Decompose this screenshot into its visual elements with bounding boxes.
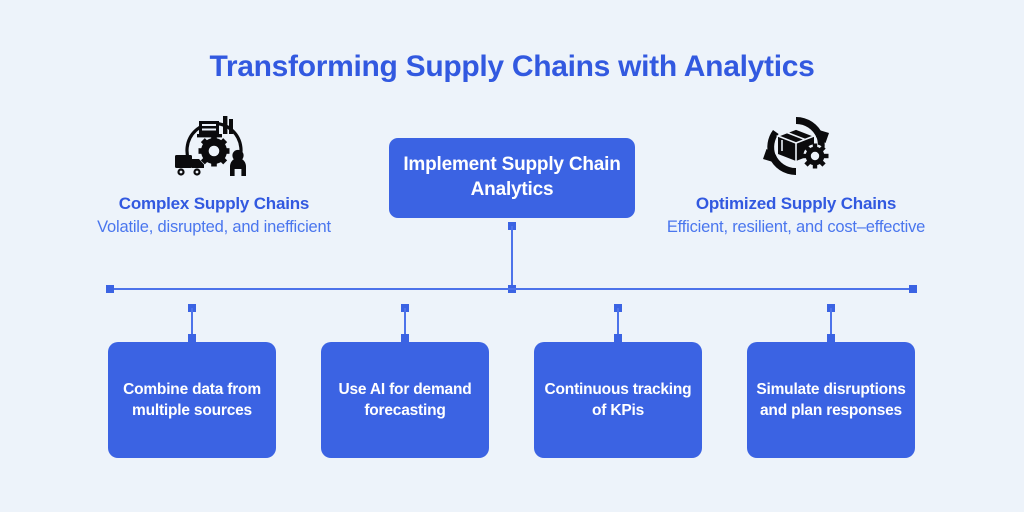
step-box-3[interactable]: Continuous tracking of KPis (534, 342, 702, 458)
connector-step-2-vertical (404, 308, 406, 338)
horizontal-spine (110, 288, 915, 290)
spine-end-node-left (106, 285, 114, 293)
right-state-subtitle: Efficient, resilient, and cost–effective (666, 218, 926, 236)
left-state-heading: Complex Supply Chains (118, 194, 310, 213)
connector-node-step-2-bottom (401, 334, 409, 342)
connector-step-3-vertical (617, 308, 619, 338)
connector-node-step-1-bottom (188, 334, 196, 342)
connector-step-1-vertical (191, 308, 193, 338)
supply-chain-cycle-icon (64, 110, 364, 182)
connector-node-step-3-bottom (614, 334, 622, 342)
right-state-heading: Optimized Supply Chains (695, 194, 897, 213)
left-state-subtitle: Volatile, disrupted, and inefficient (97, 218, 331, 236)
right-state-block: Optimized Supply Chains Efficient, resil… (646, 110, 946, 238)
left-state-block: Complex Supply Chains Volatile, disrupte… (64, 110, 364, 238)
optimized-package-cycle-icon (646, 110, 946, 182)
connector-step-4-vertical (830, 308, 832, 338)
step-box-1[interactable]: Combine data from multiple sources (108, 342, 276, 458)
center-action-box[interactable]: Implement Supply Chain Analytics (389, 138, 635, 218)
connector-center-vertical (511, 226, 513, 285)
step-box-2[interactable]: Use AI for demand forecasting (321, 342, 489, 458)
page-title: Transforming Supply Chains with Analytic… (209, 50, 815, 83)
spine-end-node-right (909, 285, 917, 293)
connector-node-step-4-bottom (827, 334, 835, 342)
step-box-4[interactable]: Simulate disruptions and plan responses (747, 342, 915, 458)
